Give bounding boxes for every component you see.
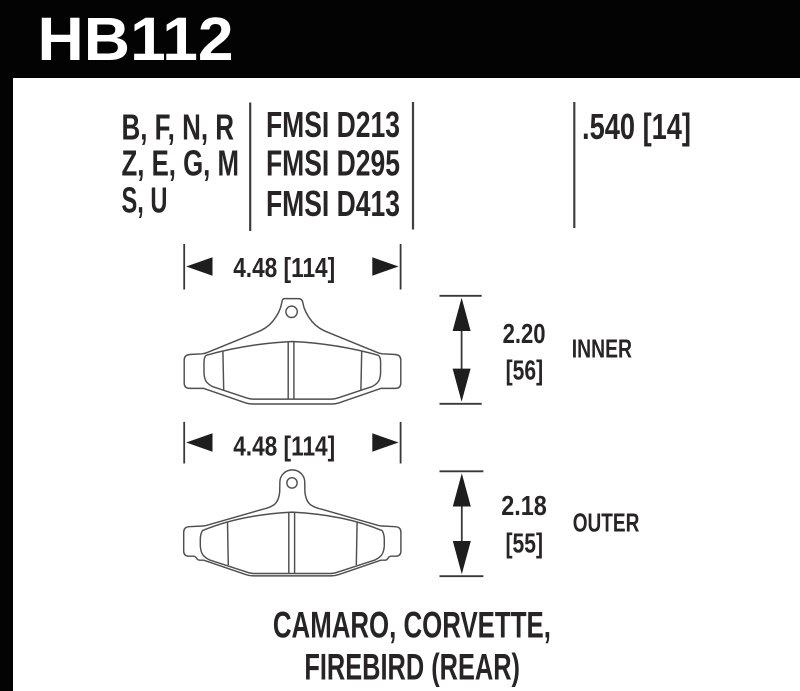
svg-text:FMSI D295: FMSI D295 (266, 144, 400, 184)
svg-text:OUTER: OUTER (573, 509, 640, 537)
svg-text:4.48 [114]: 4.48 [114] (233, 252, 335, 283)
svg-text:[55]: [55] (506, 527, 544, 558)
svg-text:CAMARO, CORVETTE,: CAMARO, CORVETTE, (273, 604, 551, 646)
svg-text:2.20: 2.20 (503, 318, 546, 349)
svg-text:S, U: S, U (122, 180, 168, 220)
svg-text:INNER: INNER (572, 336, 633, 364)
svg-text:2.18: 2.18 (501, 490, 547, 521)
svg-text:.540 [14]: .540 [14] (582, 107, 691, 147)
svg-text:4.48 [114]: 4.48 [114] (233, 431, 335, 462)
svg-text:Z, E, G, M: Z, E, G, M (122, 143, 240, 183)
svg-text:FIREBIRD (REAR): FIREBIRD (REAR) (304, 645, 520, 687)
svg-text:FMSI D213: FMSI D213 (266, 105, 400, 145)
svg-text:[56]: [56] (506, 355, 543, 386)
svg-text:FMSI D413: FMSI D413 (266, 184, 400, 224)
svg-text:B, F, N, R: B, F, N, R (122, 108, 235, 148)
svg-text:HB112: HB112 (38, 5, 234, 74)
